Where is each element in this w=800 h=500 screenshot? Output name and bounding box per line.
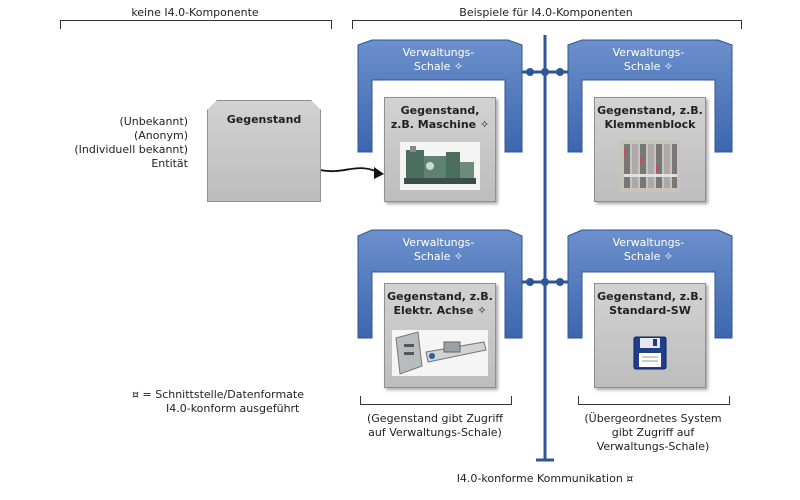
component-object-terminal-block: Gegenstand, z.B. Klemmenblock <box>594 97 706 202</box>
arrow-head <box>374 167 384 179</box>
caption-right-line: Verwaltungs-Schale) <box>596 440 710 453</box>
entity-label-known: (Individuell bekannt) <box>74 143 188 156</box>
plain-object-title: Gegenstand <box>226 113 302 126</box>
object-title-line: Gegenstand, z.B. <box>597 104 703 117</box>
legend-text-1: = Schnittstelle/Datenformate <box>142 388 305 401</box>
legend-text-2: I4.0-konform ausgeführt <box>166 402 300 415</box>
component-object-title: Gegenstand, z.B. Elektr. Achse ✧ <box>385 284 495 318</box>
terminal-block-image <box>620 140 680 192</box>
shell-label-line: Verwaltungs- <box>612 46 685 59</box>
header-bracket-right <box>352 20 742 29</box>
shell-shape-1 <box>357 39 523 153</box>
caption-right-line: (Übergeordnetes System <box>584 412 722 425</box>
connector-dot <box>526 278 534 286</box>
shell-label-line: Schale ✧ <box>413 250 464 263</box>
shell-label-4: Verwaltungs- Schale ✧ <box>582 236 715 264</box>
component-object-software: Gegenstand, z.B. Standard-SW <box>594 283 706 388</box>
object-title-line: Standard-SW <box>609 304 691 317</box>
caption-left: (Gegenstand gibt Zugriff auf Verwaltungs… <box>352 412 518 440</box>
shell-shape-4 <box>567 229 733 339</box>
object-title-line: Gegenstand, <box>400 104 480 117</box>
electric-axis-image <box>392 330 488 376</box>
entity-label-entity: Entität <box>151 157 188 170</box>
connector-dot <box>526 68 534 76</box>
legend-symbol: ¤ <box>132 388 139 401</box>
legend: ¤ = Schnittstelle/Datenformate I4.0-konf… <box>132 388 352 416</box>
component-object-title: Gegenstand, z.B. Maschine ✧ <box>385 98 495 132</box>
caption-right-line: gibt Zugriff auf <box>611 426 695 439</box>
caption-left-line: auf Verwaltungs-Schale) <box>368 426 502 439</box>
shell-label-line: Verwaltungs- <box>612 236 685 249</box>
component-object-title: Gegenstand, z.B. Standard-SW <box>595 284 705 318</box>
caption-bracket-left <box>360 396 512 405</box>
caption-right: (Übergeordnetes System gibt Zugriff auf … <box>568 412 738 454</box>
connector-dot <box>556 278 564 286</box>
caption-left-line: (Gegenstand gibt Zugriff <box>366 412 504 425</box>
object-title-line: z.B. Maschine ✧ <box>390 118 490 131</box>
object-title-line: Klemmenblock <box>604 118 696 131</box>
connector-dot <box>541 278 549 286</box>
machine-image <box>400 142 480 190</box>
header-bracket-left <box>60 20 332 29</box>
shell-label-1: Verwaltungs- Schale ✧ <box>372 46 505 74</box>
header-examples: Beispiele für I4.0-Komponenten <box>459 6 633 19</box>
caption-bracket-right <box>578 396 730 405</box>
object-title-line: Elektr. Achse ✧ <box>393 304 487 317</box>
shell-label-line: Verwaltungs- <box>402 46 475 59</box>
shell-label-line: Schale ✧ <box>623 250 674 263</box>
object-title-line: Gegenstand, z.B. <box>597 290 703 303</box>
shell-label-2: Verwaltungs- Schale ✧ <box>582 46 715 74</box>
legend-line-1: ¤ = Schnittstelle/Datenformate <box>132 388 352 402</box>
shell-shape-3 <box>357 229 523 339</box>
transition-arrow <box>319 167 379 173</box>
shell-label-line: Verwaltungs- <box>402 236 475 249</box>
shell-label-line: Schale ✧ <box>413 60 464 73</box>
header-no-component: keine I4.0-Komponente <box>131 6 259 19</box>
entity-label-unknown: (Unbekannt) <box>119 115 188 128</box>
entity-label-anonymous: (Anonym) <box>133 129 188 142</box>
component-object-machine: Gegenstand, z.B. Maschine ✧ <box>384 97 496 202</box>
component-object-title: Gegenstand, z.B. Klemmenblock <box>595 98 705 132</box>
entity-labels: (Unbekannt) (Anonym) (Individuell bekann… <box>40 115 188 171</box>
connector-dot <box>541 68 549 76</box>
component-object-electric-axis: Gegenstand, z.B. Elektr. Achse ✧ <box>384 283 496 388</box>
object-title-line: Gegenstand, z.B. <box>387 290 493 303</box>
shell-shape-2 <box>567 39 733 153</box>
bus-label: I4.0-konforme Kommunikation ¤ <box>456 472 634 485</box>
plain-object-box: Gegenstand <box>207 100 321 202</box>
connector-dot <box>556 68 564 76</box>
shell-label-line: Schale ✧ <box>623 60 674 73</box>
shell-label-3: Verwaltungs- Schale ✧ <box>372 236 505 264</box>
floppy-disk-icon <box>633 336 667 370</box>
